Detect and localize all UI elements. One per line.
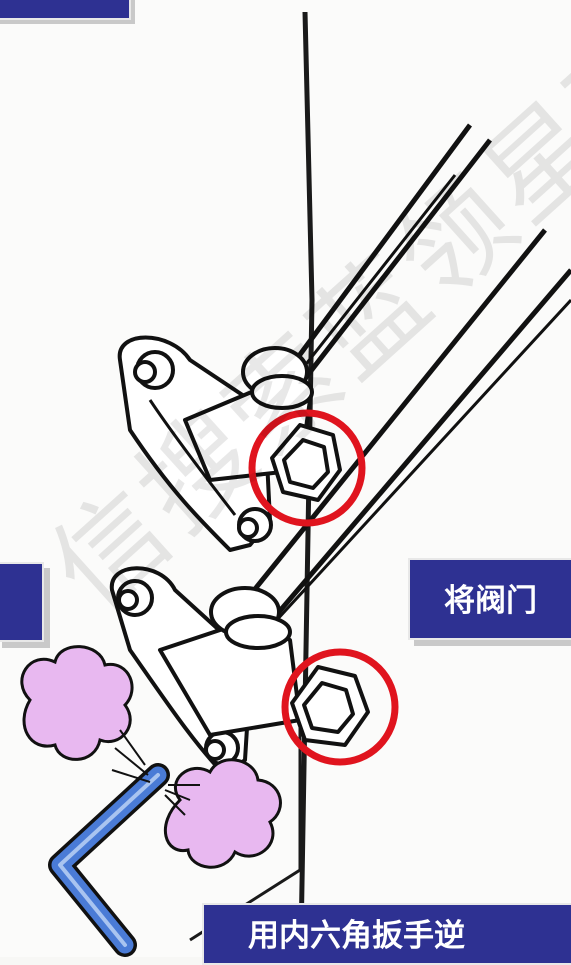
caption-box-top-left [0,0,131,20]
pipe-icon [228,228,571,662]
service-valve-icon [109,566,302,777]
highlight-ring-lower [281,648,399,766]
spray-lines [111,729,200,816]
highlight-ring-upper [248,409,366,527]
gas-cloud-icon [20,645,134,761]
caption-box-hex-wrench: 用内六角扳手逆 [202,903,571,965]
caption-box-mid-left [0,562,44,642]
panel-edge-line [298,11,315,957]
gas-cloud-icon [163,758,282,869]
hex-wrench-icon [48,763,170,957]
hex-bolt-icon [290,665,370,747]
hex-bolt-icon [270,423,342,502]
caption-box-close-valve: 将阀门 [408,558,571,640]
